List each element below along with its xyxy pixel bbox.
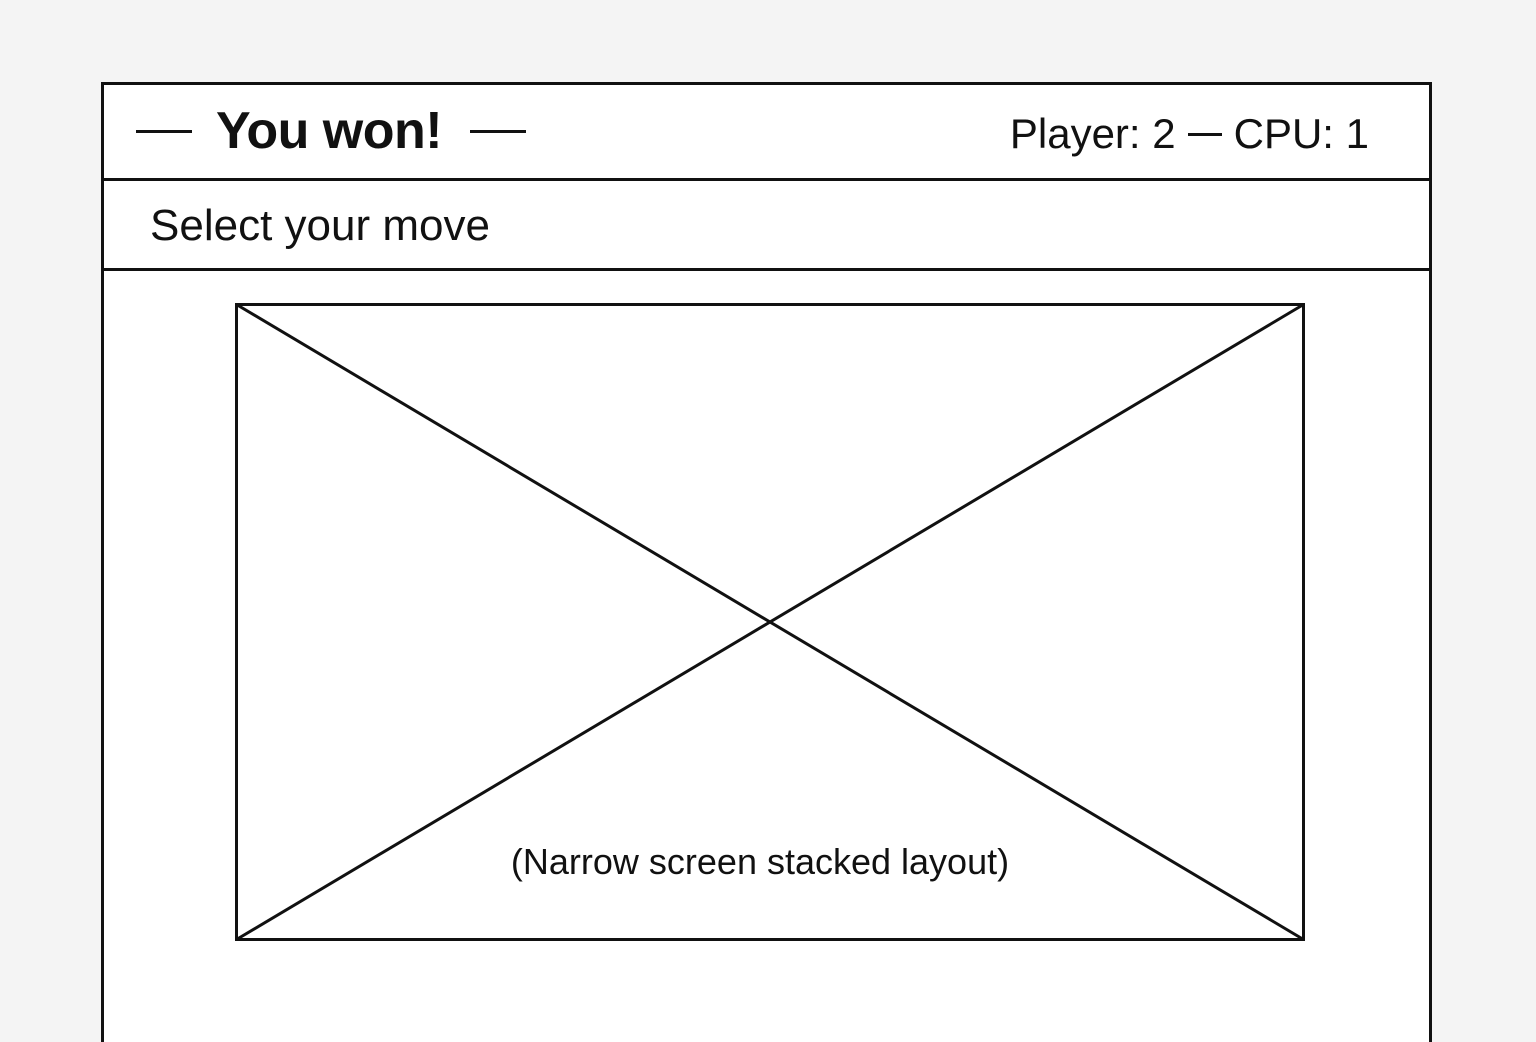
move-prompt: Select your move (150, 201, 490, 250)
dash-left-decoration (136, 129, 192, 133)
placeholder-cross-icon (235, 303, 1305, 941)
game-window: You won! Player: 2 CPU: 1 Select your mo… (101, 82, 1432, 1042)
player-score: Player: 2 (1009, 110, 1176, 157)
cpu-score: CPU: 1 (1233, 110, 1369, 157)
result-header: You won! Player: 2 CPU: 1 (104, 85, 1429, 181)
image-placeholder: (Narrow screen stacked layout) (235, 303, 1305, 941)
result-banner: You won! (136, 101, 527, 161)
result-text: You won! (216, 102, 443, 160)
dash-right-decoration (470, 129, 527, 133)
scoreboard: Player: 2 CPU: 1 (1010, 109, 1369, 159)
score-separator (1187, 132, 1222, 136)
placeholder-caption: (Narrow screen stacked layout) (510, 841, 1010, 882)
move-prompt-bar: Select your move (104, 181, 1429, 271)
